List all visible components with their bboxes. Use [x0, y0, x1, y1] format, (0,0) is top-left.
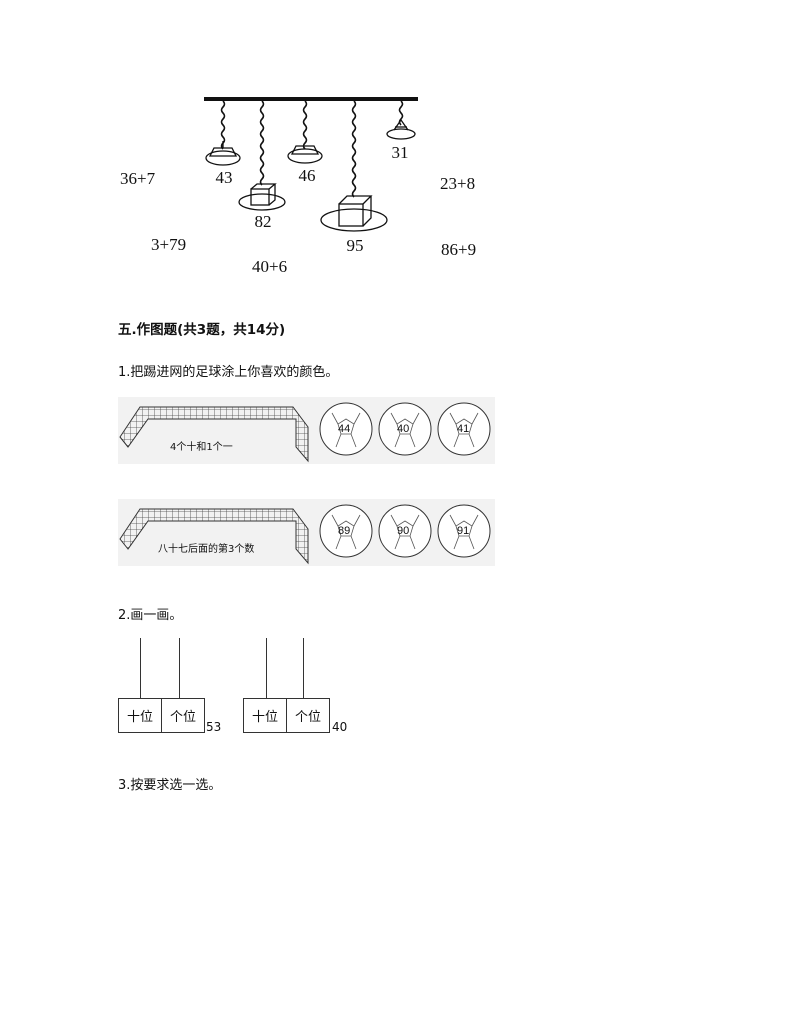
- lamp-number: 43: [215, 168, 233, 187]
- ones-label: 个位: [161, 699, 204, 732]
- goal-net-icon: [119, 508, 309, 565]
- tens-label: 十位: [251, 710, 278, 725]
- hanging-bar: [204, 97, 418, 101]
- cord-4: [351, 100, 357, 198]
- goal-net-icon: [119, 406, 309, 463]
- abacus-number: 40: [332, 720, 348, 734]
- soccer-balls-row-1: [319, 402, 491, 456]
- ball-number: 90: [397, 525, 410, 537]
- expression: 23+8: [440, 174, 476, 193]
- soccer-ball-icon: [378, 504, 432, 558]
- net-clue: 4个十和1个一: [170, 438, 233, 453]
- question-3: 3.按要求选一选。: [118, 778, 222, 793]
- ball-number: 44: [338, 423, 351, 435]
- ball-number: 41: [457, 423, 470, 435]
- expression: 86+9: [441, 240, 477, 259]
- lamp-43-shade: [205, 141, 241, 166]
- lamp-31-shade: [386, 118, 416, 140]
- soccer-balls-row-2: [319, 504, 491, 558]
- soccer-ball-icon: [437, 402, 491, 456]
- net-clue: 八十七后面的第3个数: [158, 540, 255, 555]
- lamp-number: 31: [391, 143, 409, 162]
- question-2: 2.画一画。: [118, 608, 183, 623]
- ones-label: 个位: [286, 699, 329, 732]
- lamp-number: 95: [346, 236, 364, 255]
- abacus-rod: [266, 638, 267, 699]
- abacus-place-value-box: 十位 个位: [243, 698, 330, 733]
- ball-number: 91: [457, 525, 470, 537]
- lamp-46-shade: [287, 145, 323, 164]
- net-row-1: 4个十和1个一 44 40 41: [118, 397, 495, 464]
- lamp-number: 82: [254, 212, 272, 231]
- soccer-ball-icon: [437, 504, 491, 558]
- abacus-number: 53: [206, 720, 222, 734]
- cord-2: [259, 100, 265, 186]
- hanging-lamps-figure: [204, 97, 418, 232]
- tens-label: 十位: [126, 710, 153, 725]
- section-title: 五.作图题(共3题，共14分): [118, 322, 286, 338]
- lamp-number: 46: [298, 166, 316, 185]
- expression: 3+79: [151, 235, 187, 254]
- expression: 40+6: [252, 257, 288, 276]
- abacus-rod: [179, 638, 180, 699]
- ball-number: 89: [338, 525, 351, 537]
- cord-1: [220, 100, 226, 150]
- ball-number: 40: [397, 423, 410, 435]
- net-row-2: 八十七后面的第3个数 89 90 91: [118, 499, 495, 566]
- soccer-ball-icon: [319, 504, 373, 558]
- soccer-ball-icon: [319, 402, 373, 456]
- abacus-place-value-box: 十位 个位: [118, 698, 205, 733]
- lamp-82-shade: [238, 183, 286, 211]
- question-1: 1.把踢进网的足球涂上你喜欢的颜色。: [118, 365, 339, 380]
- lamp-95-shade: [320, 195, 388, 232]
- cord-3: [302, 100, 308, 150]
- soccer-ball-icon: [378, 402, 432, 456]
- expression: 36+7: [120, 169, 156, 188]
- abacus-rod: [303, 638, 304, 699]
- abacus-rod: [140, 638, 141, 699]
